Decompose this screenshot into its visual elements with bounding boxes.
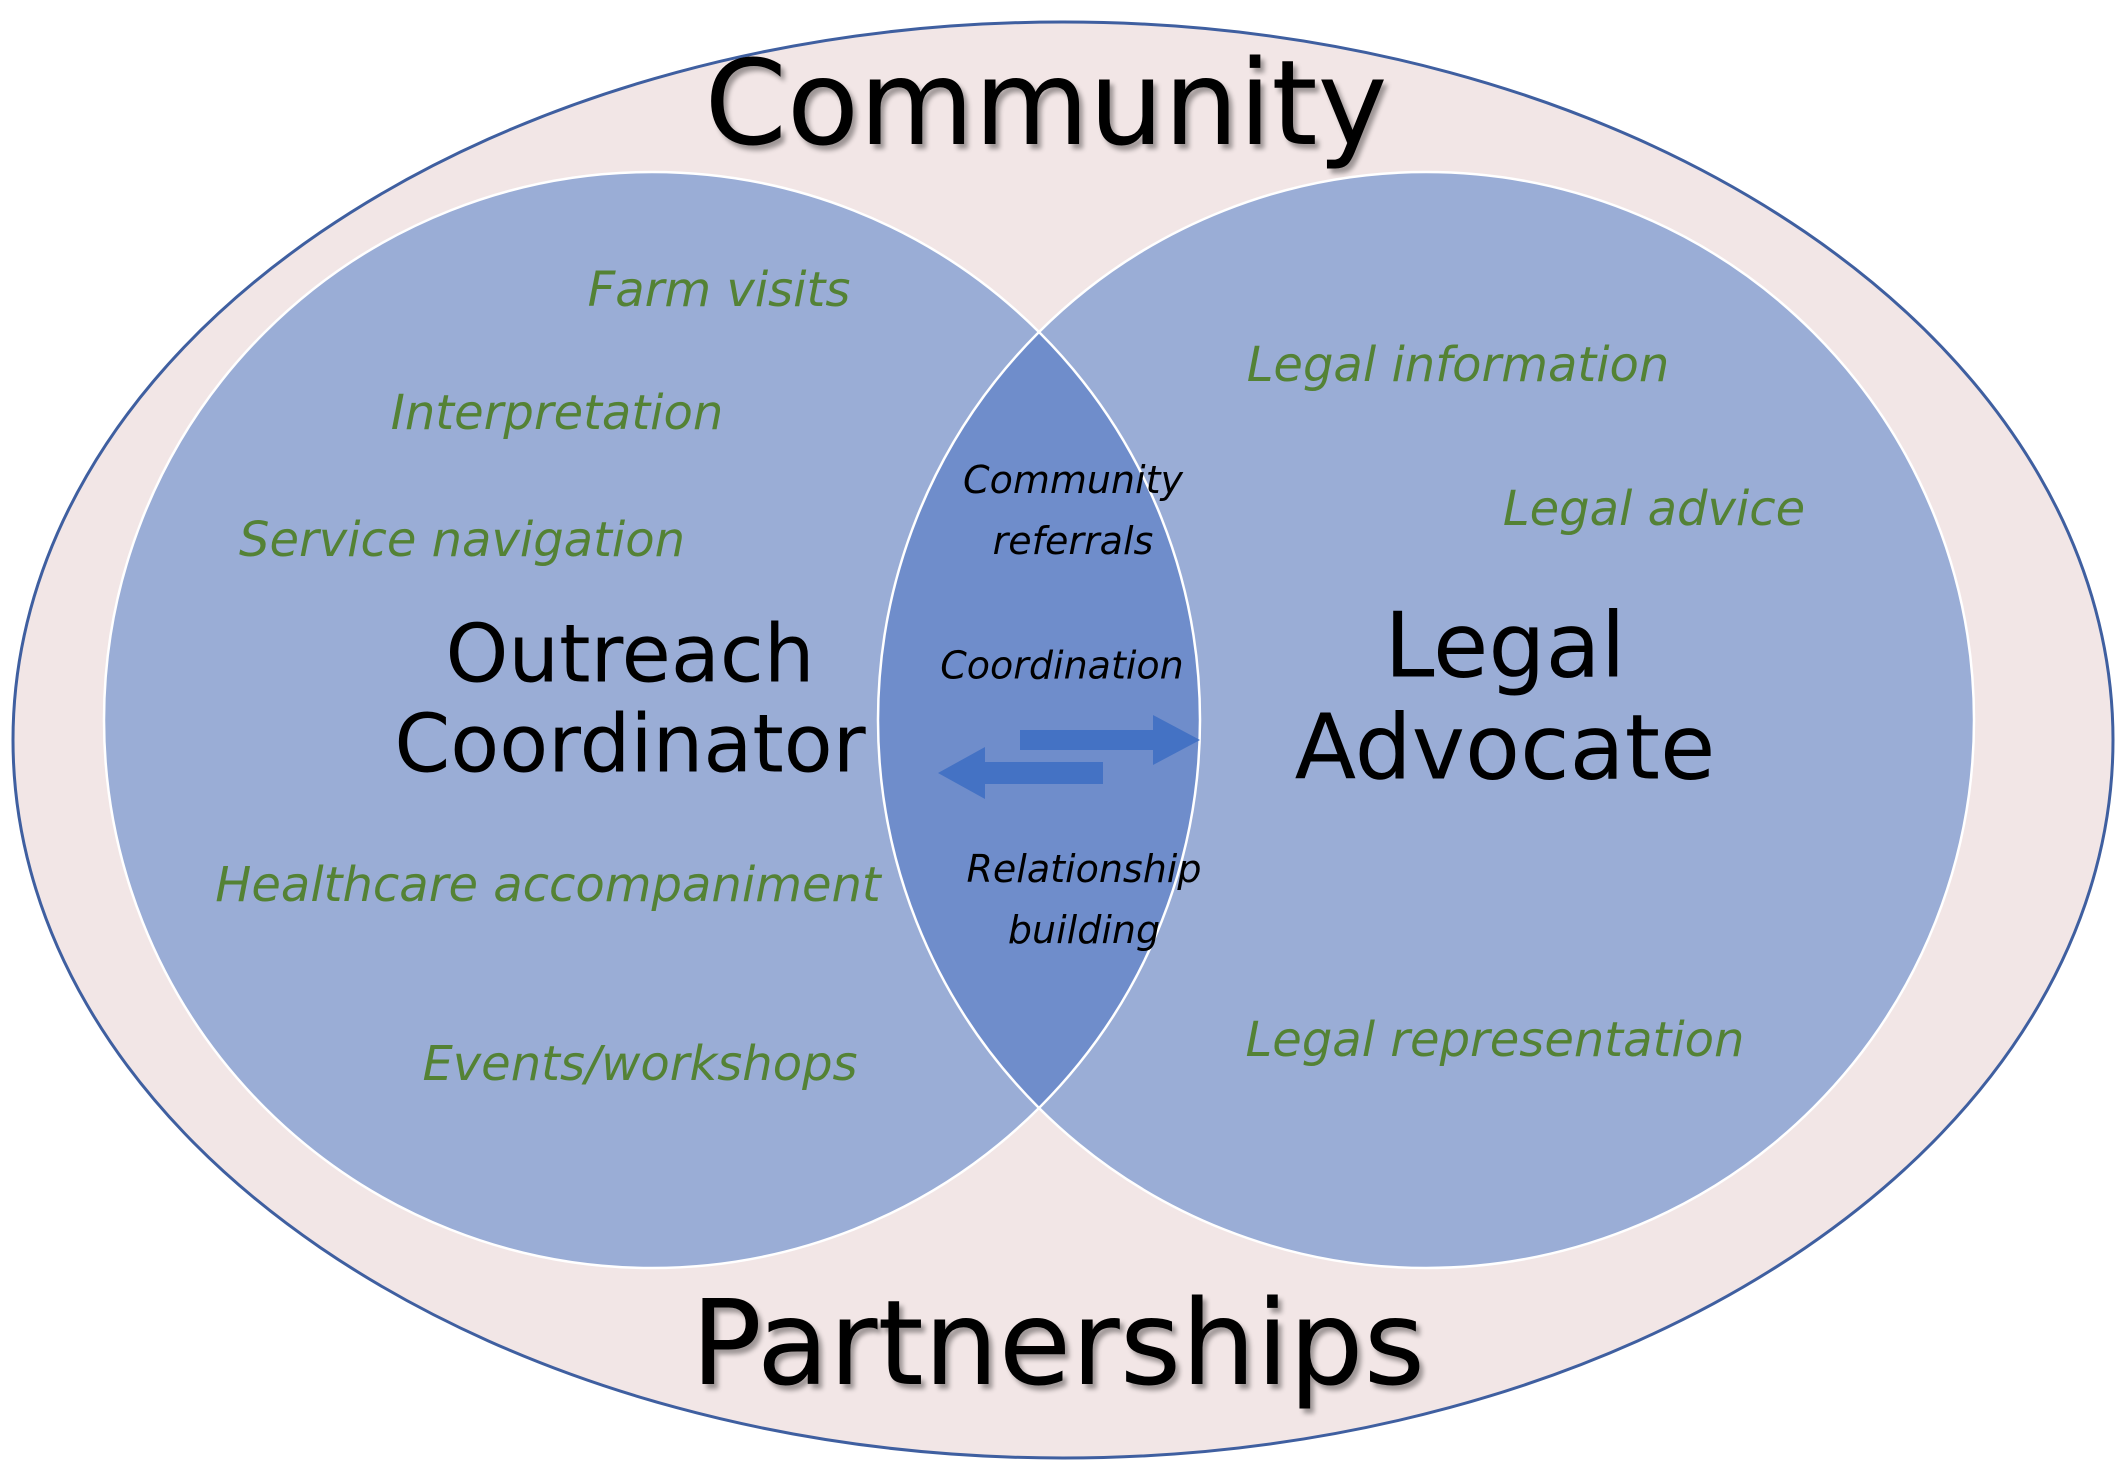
activity-legal-information: Legal information [1246,337,1670,393]
outreach-circle-outline [102,170,1202,1270]
activity-farm-visits: Farm visits [587,262,851,318]
legal-advocate-title: Legal Advocate [1295,595,1716,798]
activity-interpretation: Interpretation [390,385,724,441]
activity-events-workshops: Events/workshops [422,1036,858,1092]
relationship-line2: building [1007,908,1161,952]
relationship-line1: Relationship [966,847,1202,892]
legal-circle [878,172,1974,1268]
legal-title-line1: Legal [1384,593,1626,699]
outreach-title-line1: Outreach [445,607,815,701]
community-title: Community [704,34,1388,172]
right-arrow-icon [1020,715,1200,765]
shared-community-referrals: Community referrals [963,450,1183,572]
outreach-title-line2: Coordinator [394,698,866,791]
referrals-line2: referrals [992,519,1154,563]
bidirectional-arrows-icon [938,715,1200,799]
outreach-circle [104,172,1200,1268]
left-arrow-icon [938,747,1103,799]
shared-relationship-building: Relationship building [967,839,1202,961]
legal-circle-outline [876,170,1976,1270]
activity-legal-advice: Legal advice [1502,481,1806,537]
partnerships-title: Partnerships [690,1274,1426,1412]
shared-coordination: Coordination [940,643,1184,688]
referrals-line1: Community [963,458,1183,503]
legal-title-line2: Advocate [1294,695,1716,800]
outreach-coordinator-title: Outreach Coordinator [394,607,866,791]
activity-healthcare-accompaniment: Healthcare accompaniment [215,857,881,913]
activity-legal-representation: Legal representation [1245,1012,1745,1068]
activity-service-navigation: Service navigation [238,512,686,568]
